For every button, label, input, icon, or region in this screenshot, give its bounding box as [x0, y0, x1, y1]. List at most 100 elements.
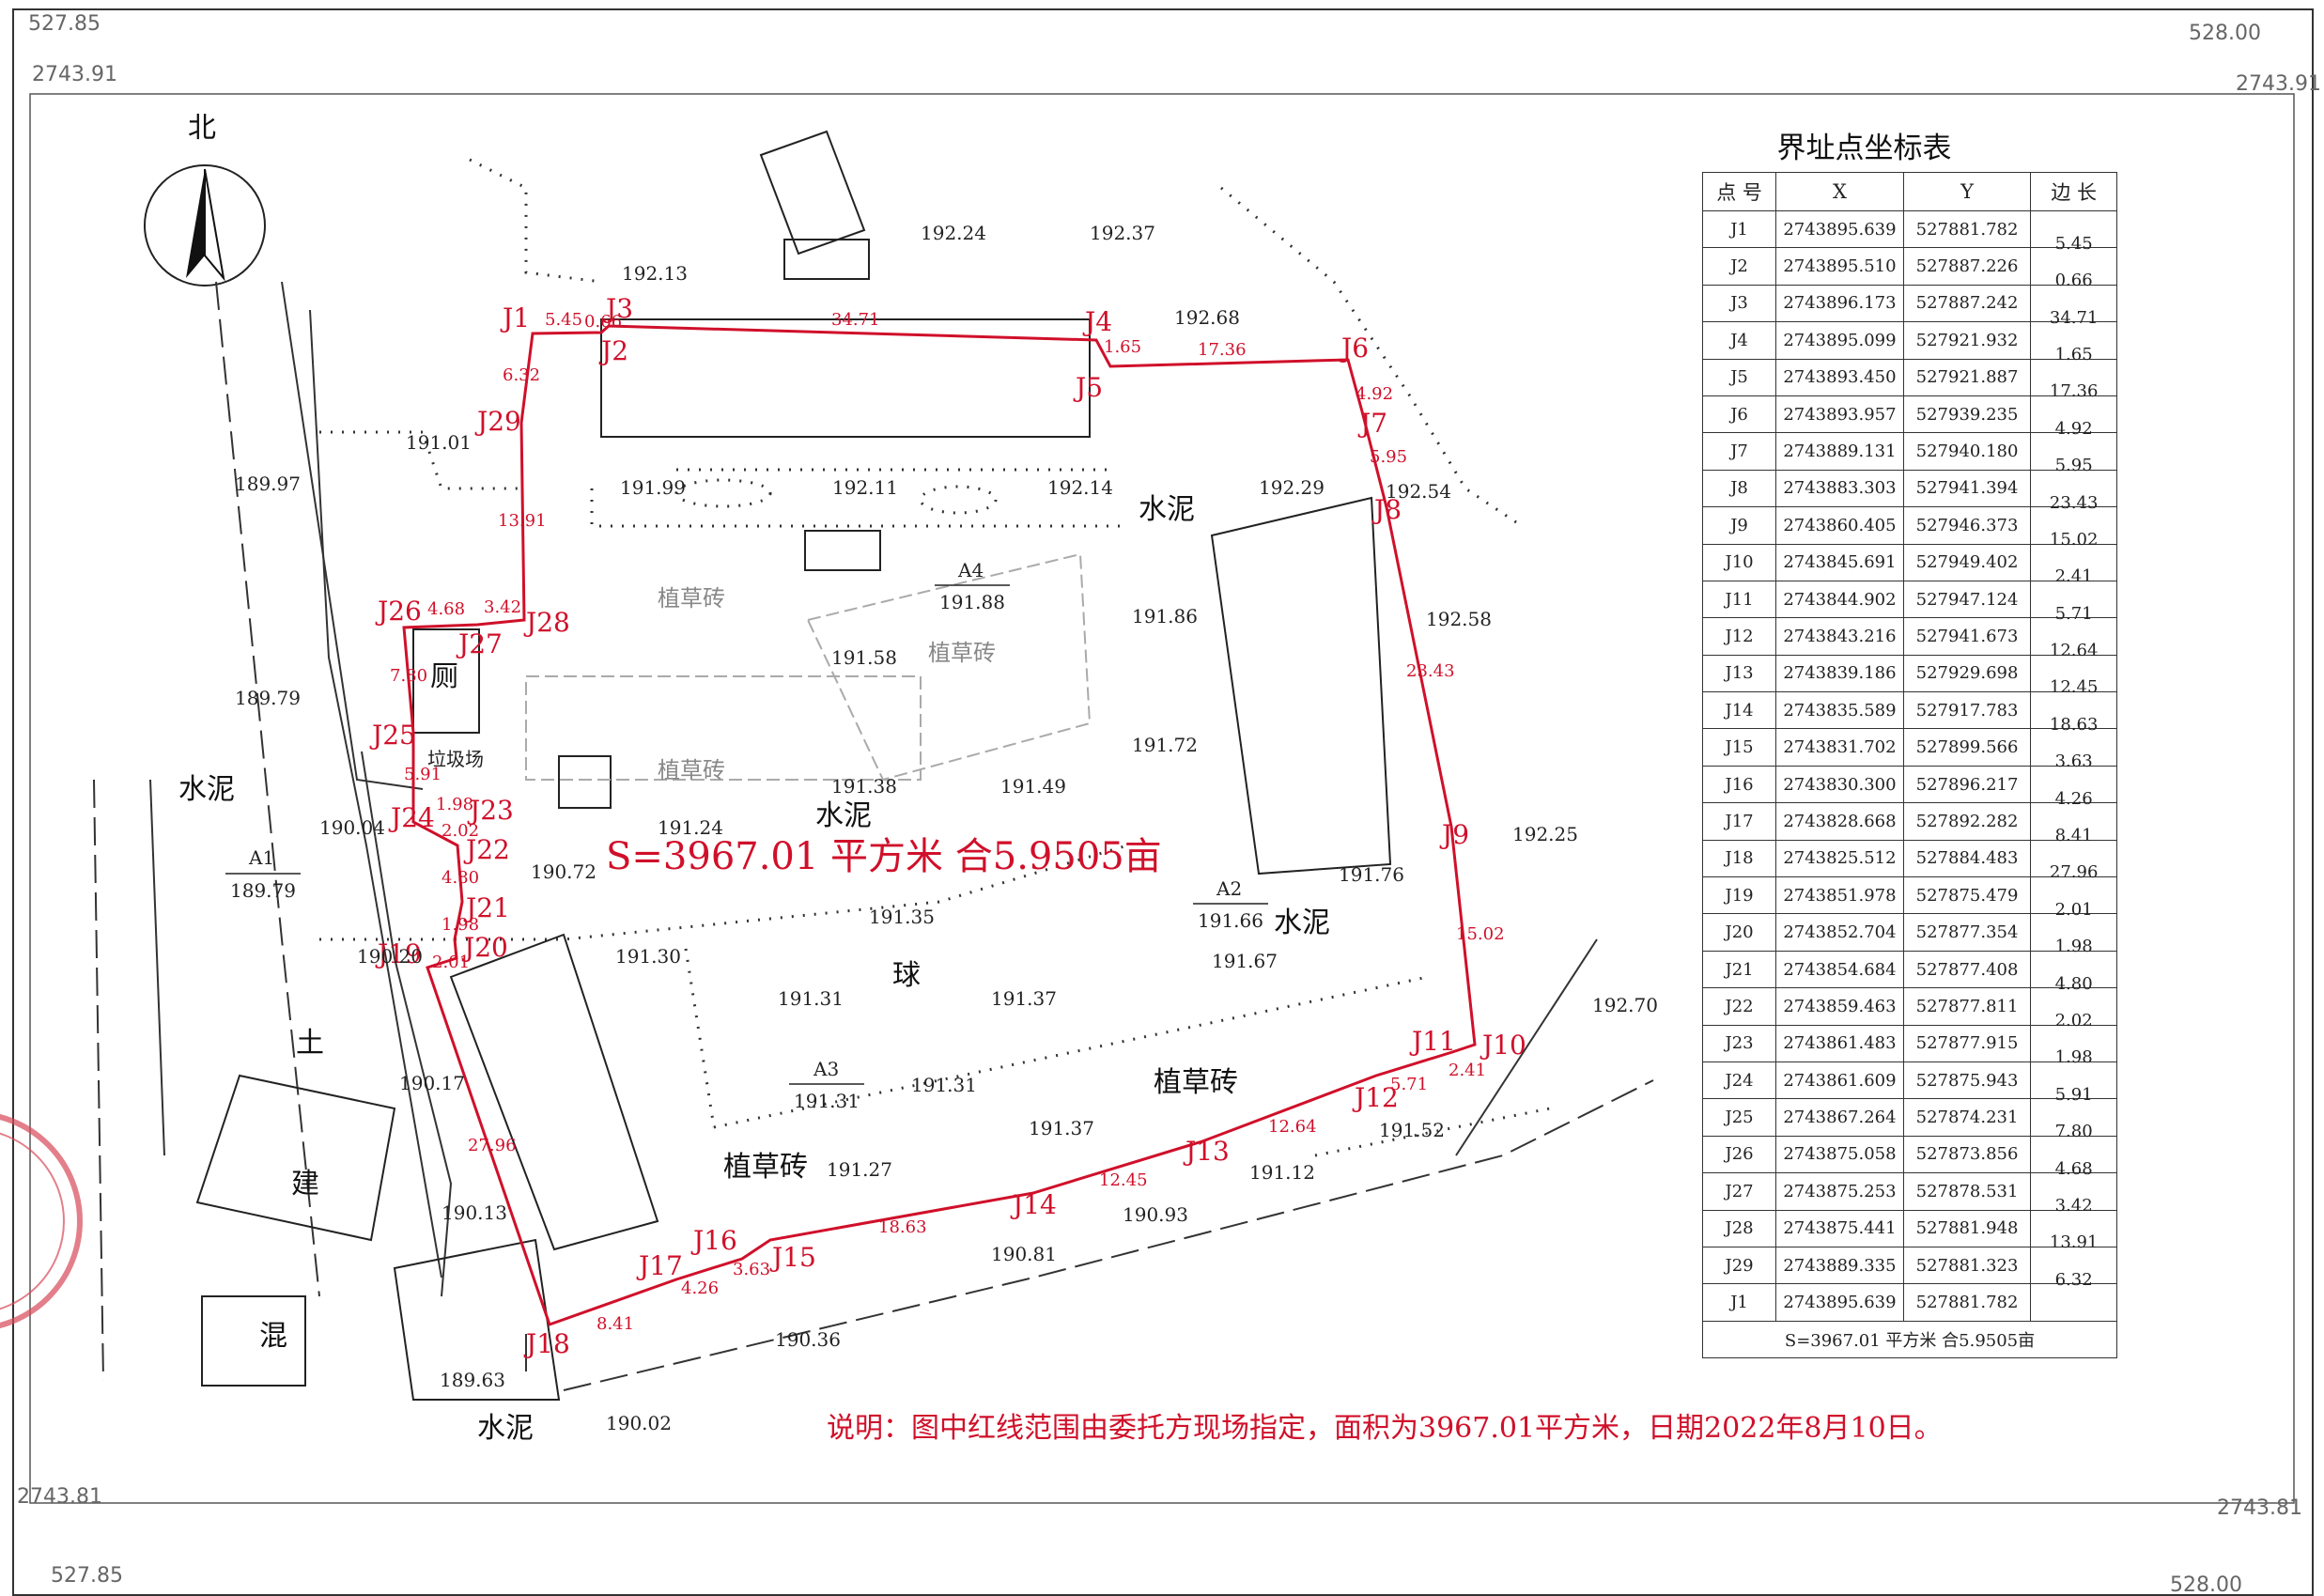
- header-y: Y: [1902, 172, 2032, 211]
- x-cell: 2743835.589: [1775, 691, 1904, 730]
- elevation: 191.67: [1212, 950, 1278, 972]
- edge-label: 13.91: [498, 511, 547, 531]
- edge-cell: 5.45: [2030, 209, 2117, 254]
- elevation: 192.25: [1512, 823, 1578, 845]
- edge-cell: 3.42: [2030, 1172, 2117, 1216]
- point-id-cell: J29: [1701, 1246, 1777, 1285]
- elevation: 190.02: [606, 1412, 672, 1434]
- elevation: 192.54: [1386, 480, 1451, 503]
- y-cell: 527881.323: [1902, 1246, 2032, 1285]
- point-id-cell: J1: [1701, 209, 1777, 249]
- y-cell: 527941.394: [1902, 469, 2032, 508]
- place-label: 水泥: [815, 799, 872, 832]
- edge-label: 2.01: [432, 953, 470, 972]
- edge-label: 4.68: [427, 599, 465, 619]
- point-id-cell: J24: [1701, 1061, 1777, 1100]
- point-id-cell: J14: [1701, 691, 1777, 730]
- elevation: 192.68: [1174, 306, 1240, 329]
- frame-label-top-left: 527.85: [28, 12, 101, 36]
- stamp-icon: [0, 1113, 83, 1329]
- table-title: 界址点坐标表: [1776, 132, 1952, 165]
- edge-cell: 13.91: [2030, 1209, 2117, 1252]
- edge-cell: 0.66: [2030, 247, 2117, 290]
- edge-label: 2.41: [1449, 1061, 1486, 1080]
- y-cell: 527874.231: [1902, 1098, 2032, 1137]
- edge-label: 2.02: [442, 821, 479, 841]
- elevation: 190.81: [991, 1243, 1057, 1265]
- point-id-cell: J2: [1701, 247, 1777, 286]
- y-cell: 527899.566: [1902, 728, 2032, 767]
- y-cell: 527873.856: [1902, 1135, 2032, 1174]
- point-label: J4: [1082, 306, 1112, 337]
- frame-label-bottom-right: 528.00: [2170, 1573, 2242, 1596]
- x-cell: 2743828.668: [1775, 802, 1904, 841]
- elevation: 191.37: [1029, 1117, 1094, 1139]
- elevation: 191.49: [1000, 775, 1066, 798]
- x-cell: 2743831.702: [1775, 728, 1904, 767]
- edge-label: 5.95: [1370, 447, 1407, 467]
- point-label: J7: [1357, 408, 1387, 439]
- edge-label: 4.80: [442, 868, 479, 888]
- frame-label-top-right: 528.00: [2189, 22, 2261, 45]
- elevation: 191.86: [1132, 605, 1198, 628]
- edge-label: 1.98: [442, 915, 479, 935]
- place-label: 球: [892, 959, 921, 992]
- edge-label: 5.91: [404, 765, 442, 784]
- y-cell: 527875.479: [1902, 876, 2032, 915]
- place-label: 建: [291, 1168, 319, 1201]
- point-id-cell: J18: [1701, 839, 1777, 878]
- point-label: J9: [1439, 819, 1469, 850]
- table-footer-row: S=3967.01 平方米 合5.9505亩: [1702, 1320, 2117, 1359]
- place-label: 水泥: [1274, 906, 1330, 939]
- point-label: J14: [1010, 1189, 1057, 1220]
- parcel-elev: 191.66: [1198, 909, 1263, 932]
- point-label: J5: [1073, 372, 1103, 403]
- edge-cell: 18.63: [2030, 691, 2117, 735]
- y-cell: 527887.226: [1902, 247, 2032, 286]
- point-label: J26: [375, 596, 422, 627]
- point-label: J2: [598, 335, 628, 366]
- edge-cell: 12.64: [2030, 617, 2117, 660]
- x-cell: 2743825.512: [1775, 839, 1904, 878]
- point-id-cell: J17: [1701, 802, 1777, 841]
- elevation: 189.63: [440, 1369, 505, 1391]
- place-label: 植草砖: [928, 640, 996, 666]
- edge-label: 17.36: [1198, 340, 1247, 360]
- edge-label: 12.64: [1268, 1117, 1317, 1137]
- parcel-id: A2: [1216, 877, 1242, 900]
- y-cell: 527875.943: [1902, 1061, 2032, 1100]
- elevation: 192.29: [1259, 476, 1325, 499]
- place-label: 土: [296, 1027, 324, 1060]
- elevation: 191.76: [1339, 863, 1404, 886]
- y-cell: 527877.354: [1902, 913, 2032, 952]
- x-cell: 2743854.684: [1775, 950, 1904, 989]
- elevation: 190.04: [319, 816, 385, 839]
- point-id-cell: J23: [1701, 1024, 1777, 1062]
- elevation-labels: 192.24 192.37 192.13 192.68 191.01 189.9…: [235, 222, 1658, 1434]
- elevation: 192.14: [1047, 476, 1113, 499]
- frame-label-bottom-left: 527.85: [51, 1564, 123, 1588]
- x-cell: 2743875.441: [1775, 1209, 1904, 1247]
- elevation: 191.27: [827, 1158, 892, 1181]
- place-label: 混: [259, 1320, 287, 1353]
- elevation: 192.58: [1426, 608, 1492, 630]
- edge-label: 12.45: [1099, 1170, 1148, 1190]
- place-label: 厕: [430, 660, 458, 693]
- frame-label-right-top: 2743.91: [2236, 72, 2321, 96]
- point-id-cell: J13: [1701, 654, 1777, 693]
